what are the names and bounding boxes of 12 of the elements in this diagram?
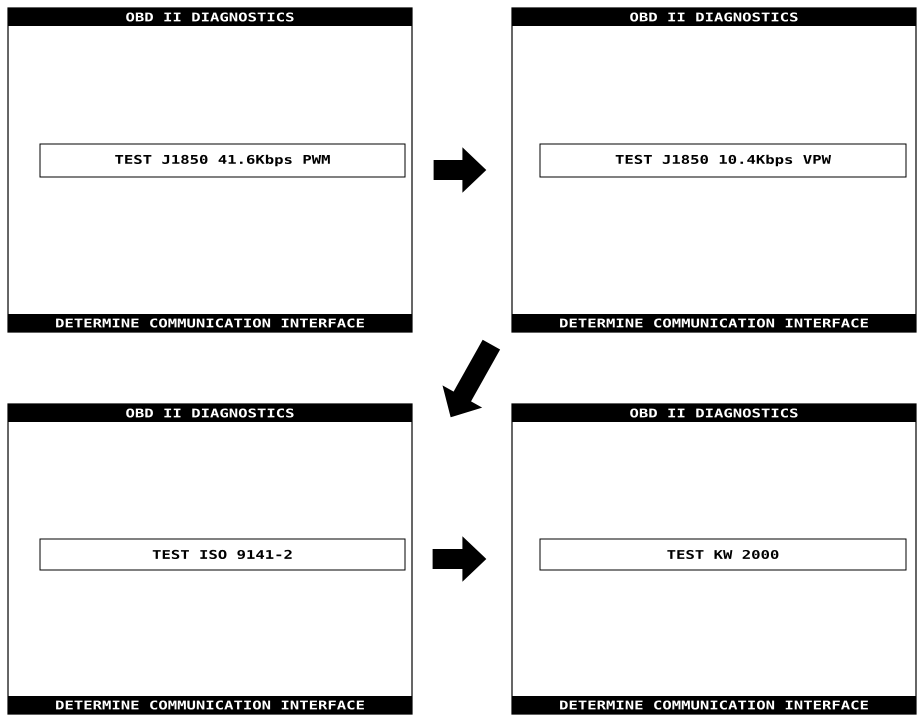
status-bar: DETERMINE COMMUNICATION INTERFACE bbox=[8, 696, 412, 714]
header-bar: OBD II DIAGNOSTICS bbox=[512, 8, 916, 26]
status-bar: DETERMINE COMMUNICATION INTERFACE bbox=[8, 314, 412, 332]
status-bar: DETERMINE COMMUNICATION INTERFACE bbox=[512, 696, 916, 714]
test-box: TEST ISO 9141-2 bbox=[40, 538, 406, 570]
test-box: TEST J1850 41.6Kbps PWM bbox=[40, 144, 406, 178]
header-bar: OBD II DIAGNOSTICS bbox=[512, 404, 916, 422]
test-box: TEST KW 2000 bbox=[540, 538, 906, 570]
status-bar: DETERMINE COMMUNICATION INTERFACE bbox=[512, 314, 916, 332]
header-bar: OBD II DIAGNOSTICS bbox=[8, 404, 412, 422]
test-box: TEST J1850 10.4Kbps VPW bbox=[540, 144, 906, 178]
header-bar: OBD II DIAGNOSTICS bbox=[8, 8, 412, 26]
